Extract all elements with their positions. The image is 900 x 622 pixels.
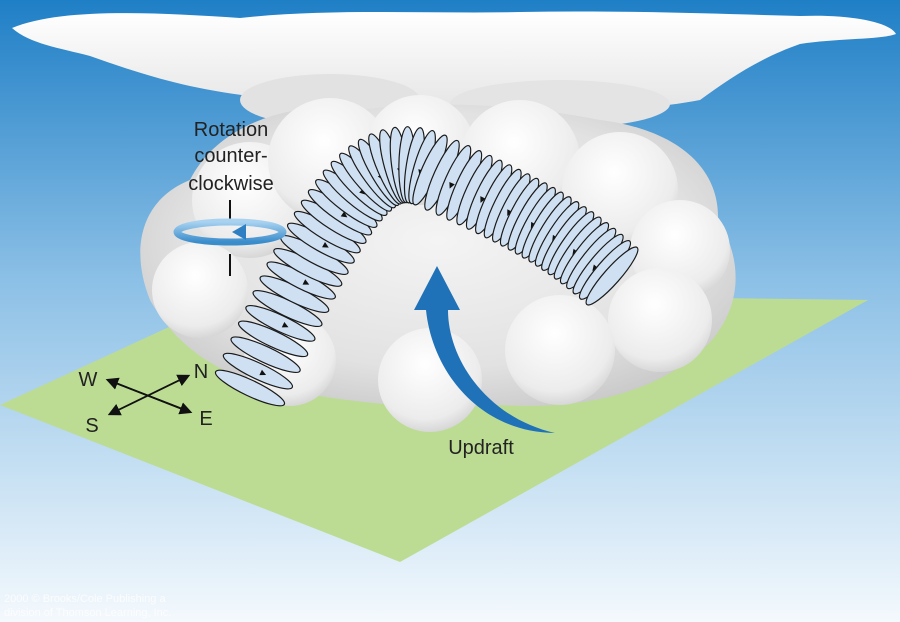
compass-arrow-north-south [107,374,191,416]
vortex-tube [214,126,639,407]
rotation-direction-arrowhead [259,369,267,376]
vortex-ring [585,246,639,306]
compass-east: E [199,408,212,430]
updraft-label: Updraft [448,437,514,459]
rotation-direction-arrowhead [449,181,455,189]
rotation-direction-arrowhead [322,242,329,248]
rotation-direction-arrowhead [281,321,289,328]
updraft-arrow [414,266,555,433]
credit-line1: 2000 © Brooks/Cole Publishing a [4,593,166,605]
rotation-label-line3: clockwise [188,173,274,195]
vortex-ring [237,320,309,358]
compass-north: N [194,361,208,383]
rotation-direction-arrowhead [592,264,599,272]
vortex-ring [214,369,286,407]
rotation-label-line1: Rotation [194,119,269,141]
compass-rose: W N S E [79,361,213,437]
compass-south: S [85,415,98,437]
vortex-ring [230,336,301,373]
compass-arrow-east [107,379,193,415]
credit-line2: division of Thomson Learning, Inc. [4,607,171,619]
rotation-direction-arrowhead [302,279,310,285]
rotation-label-line2: counter- [194,145,267,167]
rotation-counterclockwise-icon [173,200,287,276]
rotation-direction-arrowhead [340,211,348,218]
vortex-ring [222,352,294,390]
rotation-direction-arrowhead [480,196,486,203]
compass-west: W [79,369,98,391]
